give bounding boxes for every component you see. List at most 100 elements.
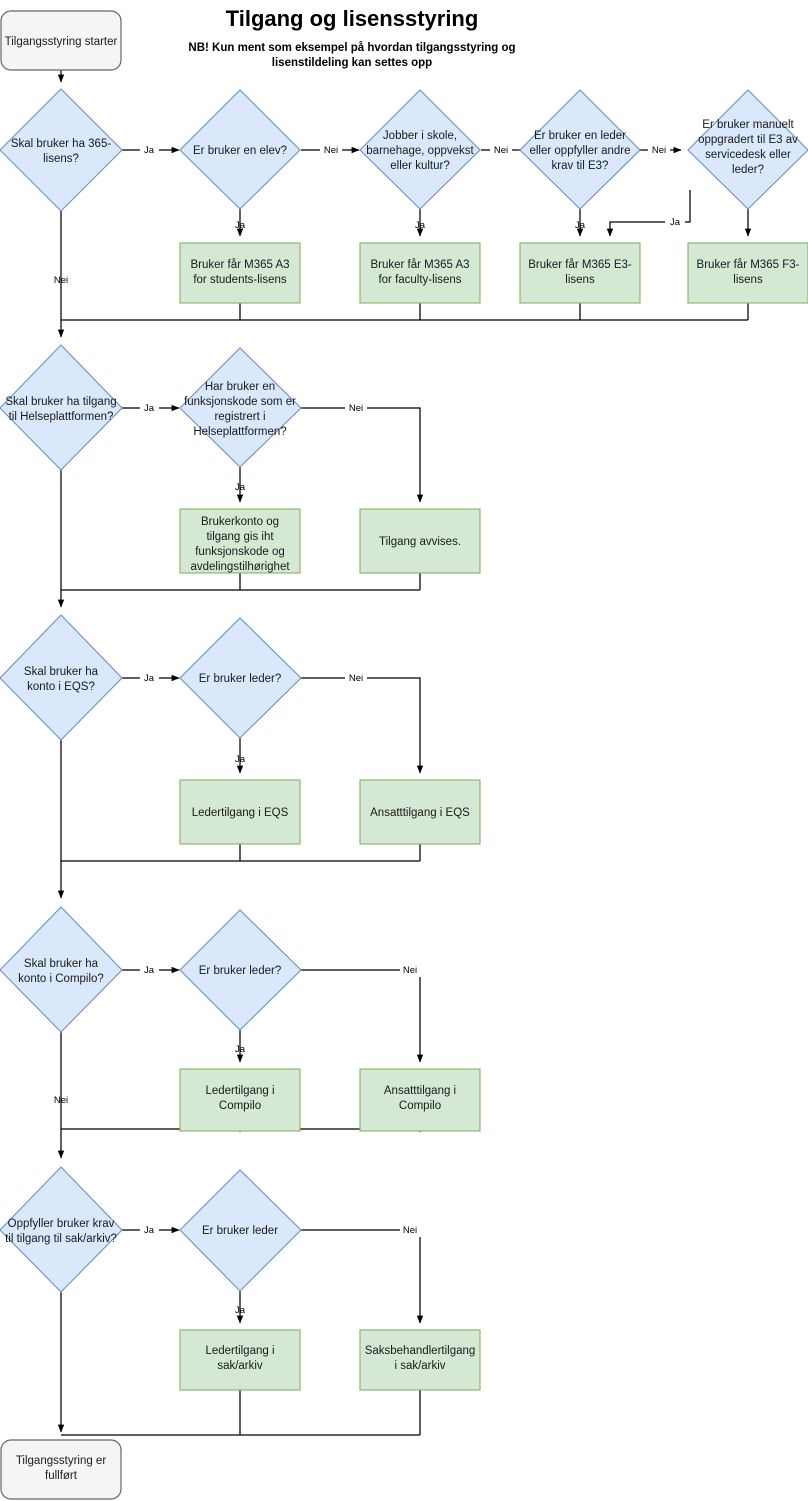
node-dledereqs-line1: Er bruker leder? (199, 673, 281, 685)
edge-label-bg-7 (345, 400, 367, 415)
node-dledercompilo-line1: Er bruker leder? (199, 965, 281, 977)
edge-label-d365-nei: Nei (54, 275, 68, 286)
node-end[interactable] (0, 1439, 122, 1500)
node-brukerkonto-line3: funksjonskode og (195, 546, 285, 558)
node-dmanuelt-line3: servicedesk eller (705, 149, 791, 161)
node-deqs[interactable] (0, 614, 123, 741)
edge-label-bg-6 (140, 399, 159, 414)
edge-label-bg-2 (320, 141, 342, 156)
node-f3[interactable] (687, 242, 808, 304)
node-avvises-line1: Tilgang avvises. (379, 536, 461, 548)
node-deqs-line2: konto i EQS? (27, 681, 95, 693)
edge-label-dledersak-nei: Nei (403, 1225, 417, 1236)
node-dmanuelt[interactable] (687, 89, 808, 210)
edge-label-dledere3-ja: Ja (575, 220, 586, 231)
edge-label-dledercompilo-ja: Ja (235, 1044, 246, 1055)
node-dfunksjonskode-line3: registrert i (214, 411, 265, 423)
node-start[interactable] (0, 10, 122, 71)
node-e3[interactable] (519, 242, 641, 304)
node-dmanuelt-line2: oppgradert til E3 av (698, 134, 798, 146)
node-dfunksjonskode-line2: funksjonskode som er (184, 396, 296, 408)
node-dledere3[interactable] (519, 89, 641, 210)
edge-label-bg-11 (400, 962, 422, 977)
node-dledere3-line3: krav til E3? (552, 160, 609, 172)
node-a3-students[interactable] (179, 242, 301, 304)
node-ledertilgang-eqs-line1: Ledertilgang i EQS (192, 807, 289, 819)
node-dledereqs[interactable] (179, 617, 302, 739)
node-start-label: Tilgangsstyring starter (5, 36, 118, 48)
node-e3-line1: Bruker får M365 E3- (528, 259, 632, 271)
edge-label-bg-13 (400, 1222, 422, 1237)
edge-label-bg-4 (648, 141, 670, 156)
edge-label-dcompilo-nei: Nei (54, 1095, 68, 1106)
edge-label-dledersak-ja: Ja (235, 1305, 246, 1316)
node-ledertilgang-sak-line2: sak/arkiv (217, 1360, 263, 1372)
node-end-line1: Tilgangsstyring er (16, 1455, 107, 1467)
edge-label-dcompilo-ja: Ja (144, 965, 155, 976)
page-title: Tilgang og lisensstyring (226, 6, 479, 31)
node-d365-line1: Skal bruker ha 365- (11, 138, 112, 150)
node-ansatttilgang-eqs-line1: Ansatttilgang i EQS (370, 807, 470, 819)
node-d365-line2: lisens? (43, 153, 79, 165)
node-dfunksjonskode-line1: Har bruker en (205, 381, 275, 393)
edge-label-bg-5 (665, 213, 685, 227)
node-ansatttilgang-compilo[interactable] (359, 1068, 481, 1132)
node-dhelse[interactable] (0, 344, 123, 471)
node-dledercompilo[interactable] (179, 909, 302, 1031)
node-avvises[interactable] (359, 508, 481, 574)
node-f3-line2: lisens (733, 274, 763, 286)
node-dsak[interactable] (0, 1166, 123, 1293)
node-dskole[interactable] (359, 89, 481, 210)
node-d365[interactable] (0, 88, 123, 212)
edge-label-dledereqs-nei: Nei (349, 673, 363, 684)
node-f3-line1: Bruker får M365 F3- (697, 259, 800, 271)
node-e3-line2: lisens (565, 274, 595, 286)
node-brukerkonto-line1: Brukerkonto og (201, 516, 279, 528)
node-delev[interactable] (179, 89, 301, 210)
node-dsak-line1: Oppfyller bruker krav (8, 1218, 115, 1230)
node-dfunksjonskode[interactable] (179, 347, 302, 468)
edge-label-bg-12 (140, 1221, 159, 1236)
edge-label-dsak-ja: Ja (144, 1225, 155, 1236)
edge-label-dfunksjon-nei: Nei (349, 403, 363, 414)
edge-label-dledere3-nei: Nei (652, 145, 666, 156)
node-saksbehandlertilgang-sak-line1: Saksbehandlertilgang (365, 1345, 476, 1357)
node-ledertilgang-compilo[interactable] (179, 1068, 301, 1132)
node-brukerkonto[interactable] (179, 508, 301, 574)
node-a3-students-line2: for students-lisens (193, 274, 287, 286)
edge-dledercompilo-nei (301, 969, 424, 1063)
node-dskole-line1: Jobber i skole, (383, 130, 457, 142)
edge-label-bg-10 (140, 961, 159, 976)
edge-dfunksjon-nei (301, 407, 424, 503)
node-ledertilgang-eqs[interactable] (179, 779, 301, 845)
node-ledertilgang-compilo-line1: Ledertilgang i (205, 1085, 274, 1097)
node-dsak-line2: til tilgang til sak/arkiv? (5, 1233, 117, 1245)
node-ansatttilgang-eqs[interactable] (359, 779, 481, 845)
edge-label-dskole-nei: Nei (494, 145, 508, 156)
node-dmanuelt-line4: leder? (732, 164, 764, 176)
edge-label-bg-1 (140, 141, 159, 156)
node-dledere3-line2: eller oppfyller andre (529, 145, 630, 157)
node-ledertilgang-sak[interactable] (179, 1329, 301, 1391)
node-ledertilgang-compilo-line2: Compilo (219, 1100, 261, 1112)
edge-label-deqs-ja: Ja (144, 673, 155, 684)
edge-label-bg-8 (140, 669, 159, 684)
edge-dledersak-nei (301, 1229, 424, 1324)
node-end-line2: fullført (45, 1470, 78, 1482)
node-a3-faculty[interactable] (359, 242, 481, 304)
edge-dmanuelt-ja (606, 190, 691, 237)
node-dcompilo[interactable] (0, 906, 123, 1033)
node-dfunksjonskode-line4: Helseplattformen? (193, 426, 286, 438)
node-saksbehandlertilgang-sak[interactable] (359, 1329, 481, 1391)
node-dcompilo-line2: konto i Compilo? (18, 973, 104, 985)
node-dskole-line2: barnehage, oppvekst (366, 145, 474, 157)
node-saksbehandlertilgang-sak-line2: i sak/arkiv (394, 1360, 445, 1372)
edge-label-dmanuelt-ja: Ja (670, 217, 681, 228)
node-brukerkonto-line2: tilgang gis iht (206, 531, 274, 543)
edge-label-dledereqs-ja: Ja (235, 754, 246, 765)
node-dledersak[interactable] (179, 1169, 302, 1292)
edge-label-delev-ja: Ja (235, 220, 246, 231)
edge-label-dhelse-ja: Ja (144, 403, 155, 414)
